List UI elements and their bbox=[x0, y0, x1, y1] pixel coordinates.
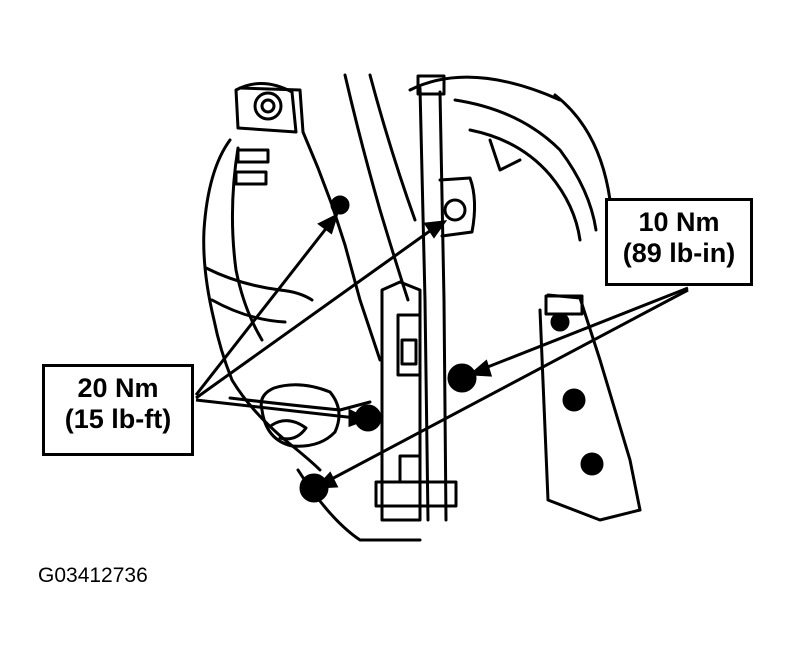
torque-callout-right: 10 Nm (89 lb-in) bbox=[605, 198, 753, 286]
leader-right-1 bbox=[479, 286, 689, 372]
housing-seam-2 bbox=[210, 298, 287, 324]
leader-left-1 bbox=[194, 225, 330, 396]
arrowhead-right-1 bbox=[468, 359, 493, 377]
bracket-top-boss bbox=[234, 82, 298, 134]
knuckle-edge bbox=[228, 396, 372, 412]
rear-rail-inner bbox=[468, 128, 582, 242]
mid-bolt bbox=[447, 363, 477, 393]
channel-left-edge bbox=[418, 86, 430, 522]
arrowhead-right-2 bbox=[314, 471, 339, 489]
top-bolt-head bbox=[253, 91, 283, 121]
figure-id: G03412736 bbox=[38, 564, 148, 587]
rail-clip bbox=[488, 138, 522, 172]
torque-imperial-left: (15 lb-ft) bbox=[64, 404, 172, 435]
arrowhead-left-3 bbox=[348, 408, 370, 428]
housing-slot-2 bbox=[234, 170, 268, 186]
torque-callout-left: 20 Nm (15 lb-ft) bbox=[42, 364, 194, 456]
panel-bolt-2 bbox=[580, 452, 604, 476]
upper-bracket bbox=[238, 86, 382, 362]
panel-bolt-1 bbox=[562, 388, 586, 412]
leader-right-2 bbox=[325, 288, 689, 484]
outer-trim bbox=[553, 93, 612, 202]
upper-mount-bolt bbox=[443, 198, 467, 222]
top-trim bbox=[408, 75, 562, 102]
upper-left-bolt bbox=[330, 195, 350, 215]
arrowhead-left-2 bbox=[423, 220, 448, 239]
housing-slot-1 bbox=[236, 148, 270, 164]
lower-foot bbox=[374, 480, 458, 508]
torque-metric-right: 10 Nm bbox=[638, 207, 720, 237]
knuckle-hook bbox=[270, 419, 308, 441]
torque-imperial-right: (89 lb-in) bbox=[622, 238, 736, 269]
right-panel-body bbox=[538, 308, 642, 522]
torque-metric-left: 20 Nm bbox=[77, 373, 159, 403]
channel-right-edge bbox=[438, 90, 448, 522]
upper-mount-boss bbox=[438, 176, 477, 238]
center-post bbox=[380, 280, 422, 522]
leader-left-2 bbox=[195, 226, 435, 400]
rear-rail-top bbox=[453, 98, 598, 232]
arrowhead-left-1 bbox=[317, 213, 339, 235]
foot-stud bbox=[398, 454, 422, 484]
sweep-arc-1 bbox=[343, 73, 410, 302]
panel-bolt-3 bbox=[550, 312, 570, 332]
sweep-arc-2 bbox=[368, 73, 417, 222]
leader-left-3 bbox=[195, 398, 357, 420]
top-bolt-center bbox=[260, 98, 276, 114]
post-latch bbox=[396, 313, 422, 377]
post-latch-inner bbox=[400, 338, 418, 366]
housing-seam bbox=[204, 266, 314, 302]
